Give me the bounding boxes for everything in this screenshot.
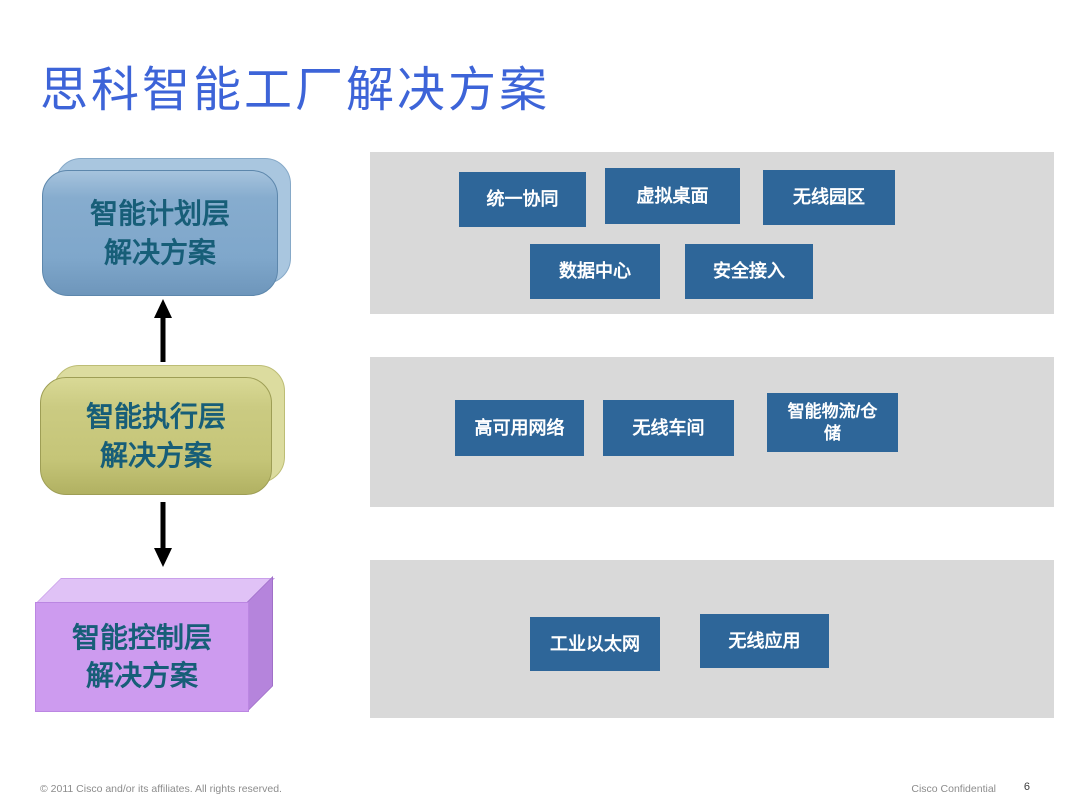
layer-box-planning: 智能计划层 解决方案	[42, 158, 291, 296]
layer-box-execution-label: 智能执行层 解决方案	[40, 377, 272, 495]
layer-box-planning-label: 智能计划层 解决方案	[42, 170, 278, 296]
panel-execution-solutions: 高可用网络 无线车间 智能物流/仓 储	[370, 357, 1054, 507]
tile-secure-access: 安全接入	[685, 244, 813, 299]
tile-wireless-workshop: 无线车间	[603, 400, 734, 456]
tile-industrial-ethernet: 工业以太网	[530, 617, 660, 671]
footer-page-number: 6	[1023, 781, 1030, 793]
tile-data-center: 数据中心	[530, 244, 660, 299]
layer-box-execution: 智能执行层 解决方案	[40, 365, 285, 495]
panel-planning-solutions: 统一协同 虚拟桌面 无线园区 数据中心 安全接入	[370, 152, 1054, 314]
slide-title: 思科智能工厂解决方案	[40, 64, 551, 117]
layer-box-control-side-face	[247, 576, 273, 712]
tile-virtual-desktop: 虚拟桌面	[605, 168, 740, 224]
layer-box-control-top-face	[35, 578, 275, 604]
tile-unified-collaboration: 统一协同	[459, 172, 586, 227]
arrow-up-icon	[154, 299, 172, 362]
footer-confidential: Cisco Confidential	[911, 783, 996, 795]
tile-high-availability-network: 高可用网络	[455, 400, 584, 456]
footer-copyright: © 2011 Cisco and/or its affiliates. All …	[40, 783, 282, 795]
tile-wireless-campus: 无线园区	[763, 170, 895, 225]
layer-box-control-label: 智能控制层 解决方案	[35, 602, 249, 712]
layer-box-control: 智能控制层 解决方案	[35, 576, 275, 712]
panel-control-solutions: 工业以太网 无线应用	[370, 560, 1054, 718]
tile-smart-logistics-warehouse: 智能物流/仓 储	[767, 393, 898, 452]
tile-wireless-application: 无线应用	[700, 614, 829, 668]
arrow-down-icon	[154, 502, 172, 567]
